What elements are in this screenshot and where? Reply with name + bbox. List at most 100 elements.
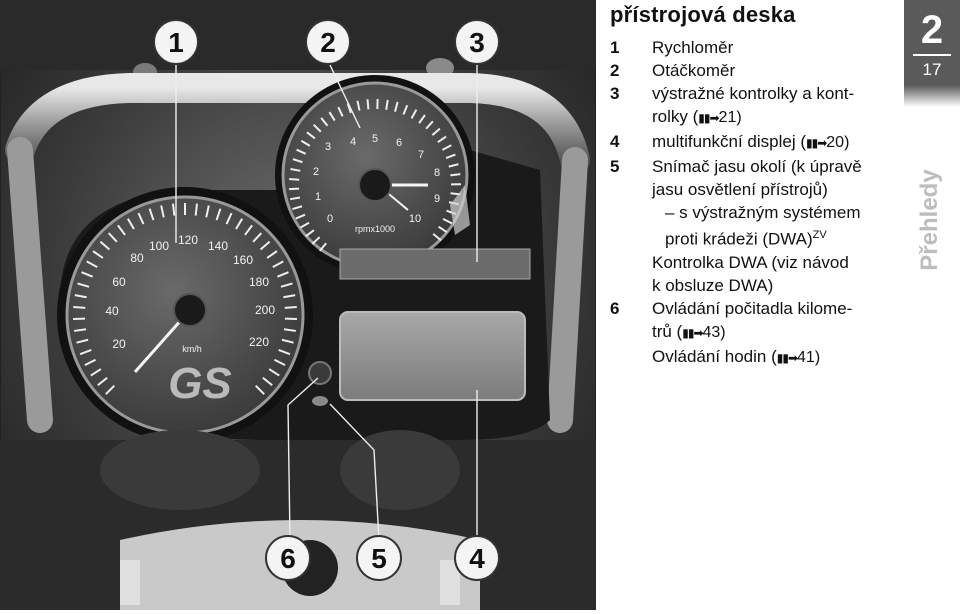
- gauge-tick: [438, 225, 448, 233]
- legend-text: Snímač jasu okolí (k úpravě: [652, 157, 862, 176]
- gauge-tick: [356, 100, 361, 111]
- tach-label-4: 4: [350, 136, 356, 148]
- gauge-tick: [312, 124, 322, 133]
- gauge-tick: [290, 167, 301, 172]
- gauge-tick: [431, 127, 441, 136]
- legend-item: trů (▮▮➡43): [610, 320, 890, 345]
- legend-item: Kontrolka DWA (viz návod: [610, 251, 890, 274]
- speed-label-220: 220: [249, 335, 269, 349]
- ambient-light-sensor: [308, 361, 332, 385]
- section-side-label: Přehledy: [916, 169, 943, 271]
- gauge-tick: [280, 282, 293, 288]
- gauge-tick: [76, 338, 89, 344]
- tachometer-tick-labels: 0 1 2 3 4 5 6 7 8 9 10 rpmx1000: [313, 133, 440, 234]
- callout-6-label: 6: [280, 543, 296, 574]
- speed-label-20: 20: [112, 337, 126, 351]
- legend-text: k obsluze DWA): [652, 275, 774, 295]
- legend-text: Ovládání počitadla kilome-: [652, 298, 853, 318]
- gauge-tick: [295, 213, 306, 220]
- gauge-tick: [259, 240, 271, 251]
- instrument-cluster-photo: 20 40 60 80 100 120 140 160 180 200 220 …: [0, 0, 596, 610]
- page-ref[interactable]: 41): [797, 348, 821, 366]
- gauge-tick: [255, 385, 265, 395]
- gauge-tick: [81, 271, 93, 278]
- legend-text: trů (: [652, 321, 683, 341]
- callout-2-label: 2: [320, 27, 336, 58]
- legend-num: 4: [610, 132, 620, 151]
- legend-item: rolky (▮▮➡21): [610, 105, 890, 130]
- speed-label-100: 100: [149, 239, 169, 253]
- chapter-divider: [913, 54, 951, 56]
- tach-label-7: 7: [418, 149, 424, 161]
- gauge-tick: [107, 232, 118, 243]
- gauge-tick: [394, 101, 399, 112]
- page-ref[interactable]: 21): [718, 109, 742, 126]
- legend-num: 5: [610, 157, 620, 176]
- legend-text: rolky (: [652, 107, 699, 126]
- legend-text: Otáčkoměr: [652, 61, 736, 80]
- legend-item: jasu osvětlení přístrojů): [610, 178, 890, 201]
- page-ref[interactable]: 43): [702, 323, 726, 341]
- gauge-tick: [281, 338, 294, 344]
- page-ref-arrow-icon: ▮▮➡: [776, 350, 798, 365]
- gauge-tick: [441, 144, 452, 151]
- gauge-tick: [266, 250, 278, 259]
- page-ref-arrow-icon: ▮▮➡: [682, 325, 703, 340]
- gauge-tick: [194, 203, 198, 216]
- tach-label-5: 5: [372, 133, 378, 145]
- gauge-tick: [292, 158, 303, 164]
- gauge-tick: [450, 173, 461, 177]
- gauge-tick: [79, 349, 92, 356]
- legend-text: výstražné kontrolky a kont-: [652, 84, 855, 103]
- gauge-tick: [137, 212, 145, 225]
- tach-unit: rpmx1000: [355, 224, 395, 234]
- legend-item: proti krádeži (DWA)ZV: [610, 224, 890, 251]
- legend-text: multifunkční displej (: [652, 132, 807, 151]
- gauge-tick: [442, 218, 453, 225]
- legend-num: 1: [610, 38, 620, 57]
- gauge-tick: [283, 328, 297, 332]
- gauge-tick: [262, 376, 273, 387]
- legend-num: 6: [610, 298, 620, 318]
- gauge-tick: [305, 229, 315, 237]
- speedometer-tick-labels: 20 40 60 80 100 120 140 160 180 200 220 …: [105, 233, 275, 354]
- gauge-tick: [160, 205, 165, 218]
- legend-sup: ZV: [812, 229, 827, 241]
- page-title: přístrojová deska: [610, 2, 796, 27]
- speedometer-hub: [173, 293, 207, 327]
- gs-logo: GS: [168, 359, 232, 408]
- speed-label-120: 120: [178, 233, 198, 247]
- dwa-indicator: [312, 396, 328, 406]
- legend-text: jasu osvětlení přístrojů): [652, 180, 828, 199]
- speed-label-40: 40: [105, 304, 119, 318]
- gauge-tick: [77, 282, 90, 288]
- gauge-tick: [244, 224, 253, 236]
- page-ref[interactable]: 20): [826, 134, 850, 151]
- gauge-tick: [320, 117, 329, 127]
- gauge-tick: [126, 218, 135, 230]
- gauge-tick: [425, 120, 434, 130]
- callout-2: 2: [305, 19, 351, 65]
- gauge-tick: [385, 99, 389, 110]
- gauge-tick: [318, 242, 327, 252]
- gauge-tick: [296, 148, 307, 155]
- gauge-tick: [277, 271, 289, 278]
- tach-label-6: 6: [396, 137, 402, 149]
- gauge-tick: [284, 306, 297, 309]
- gauge-tick: [148, 208, 155, 221]
- callout-6: 6: [265, 535, 311, 581]
- gauge-tick: [215, 208, 222, 221]
- gauge-tick: [273, 358, 286, 367]
- callout-1: 1: [153, 19, 199, 65]
- chapter-number: 2: [920, 8, 944, 52]
- legend-item: 6 Ovládání počitadla kilome-: [610, 297, 890, 320]
- callout-3-label: 3: [469, 27, 485, 58]
- gauge-tick: [84, 358, 97, 367]
- callout-4-label: 4: [469, 543, 485, 574]
- tach-label-8: 8: [434, 167, 440, 179]
- legend-text: Rychloměr: [652, 38, 734, 57]
- callout-1-label: 1: [168, 27, 184, 58]
- speed-label-80: 80: [130, 251, 144, 265]
